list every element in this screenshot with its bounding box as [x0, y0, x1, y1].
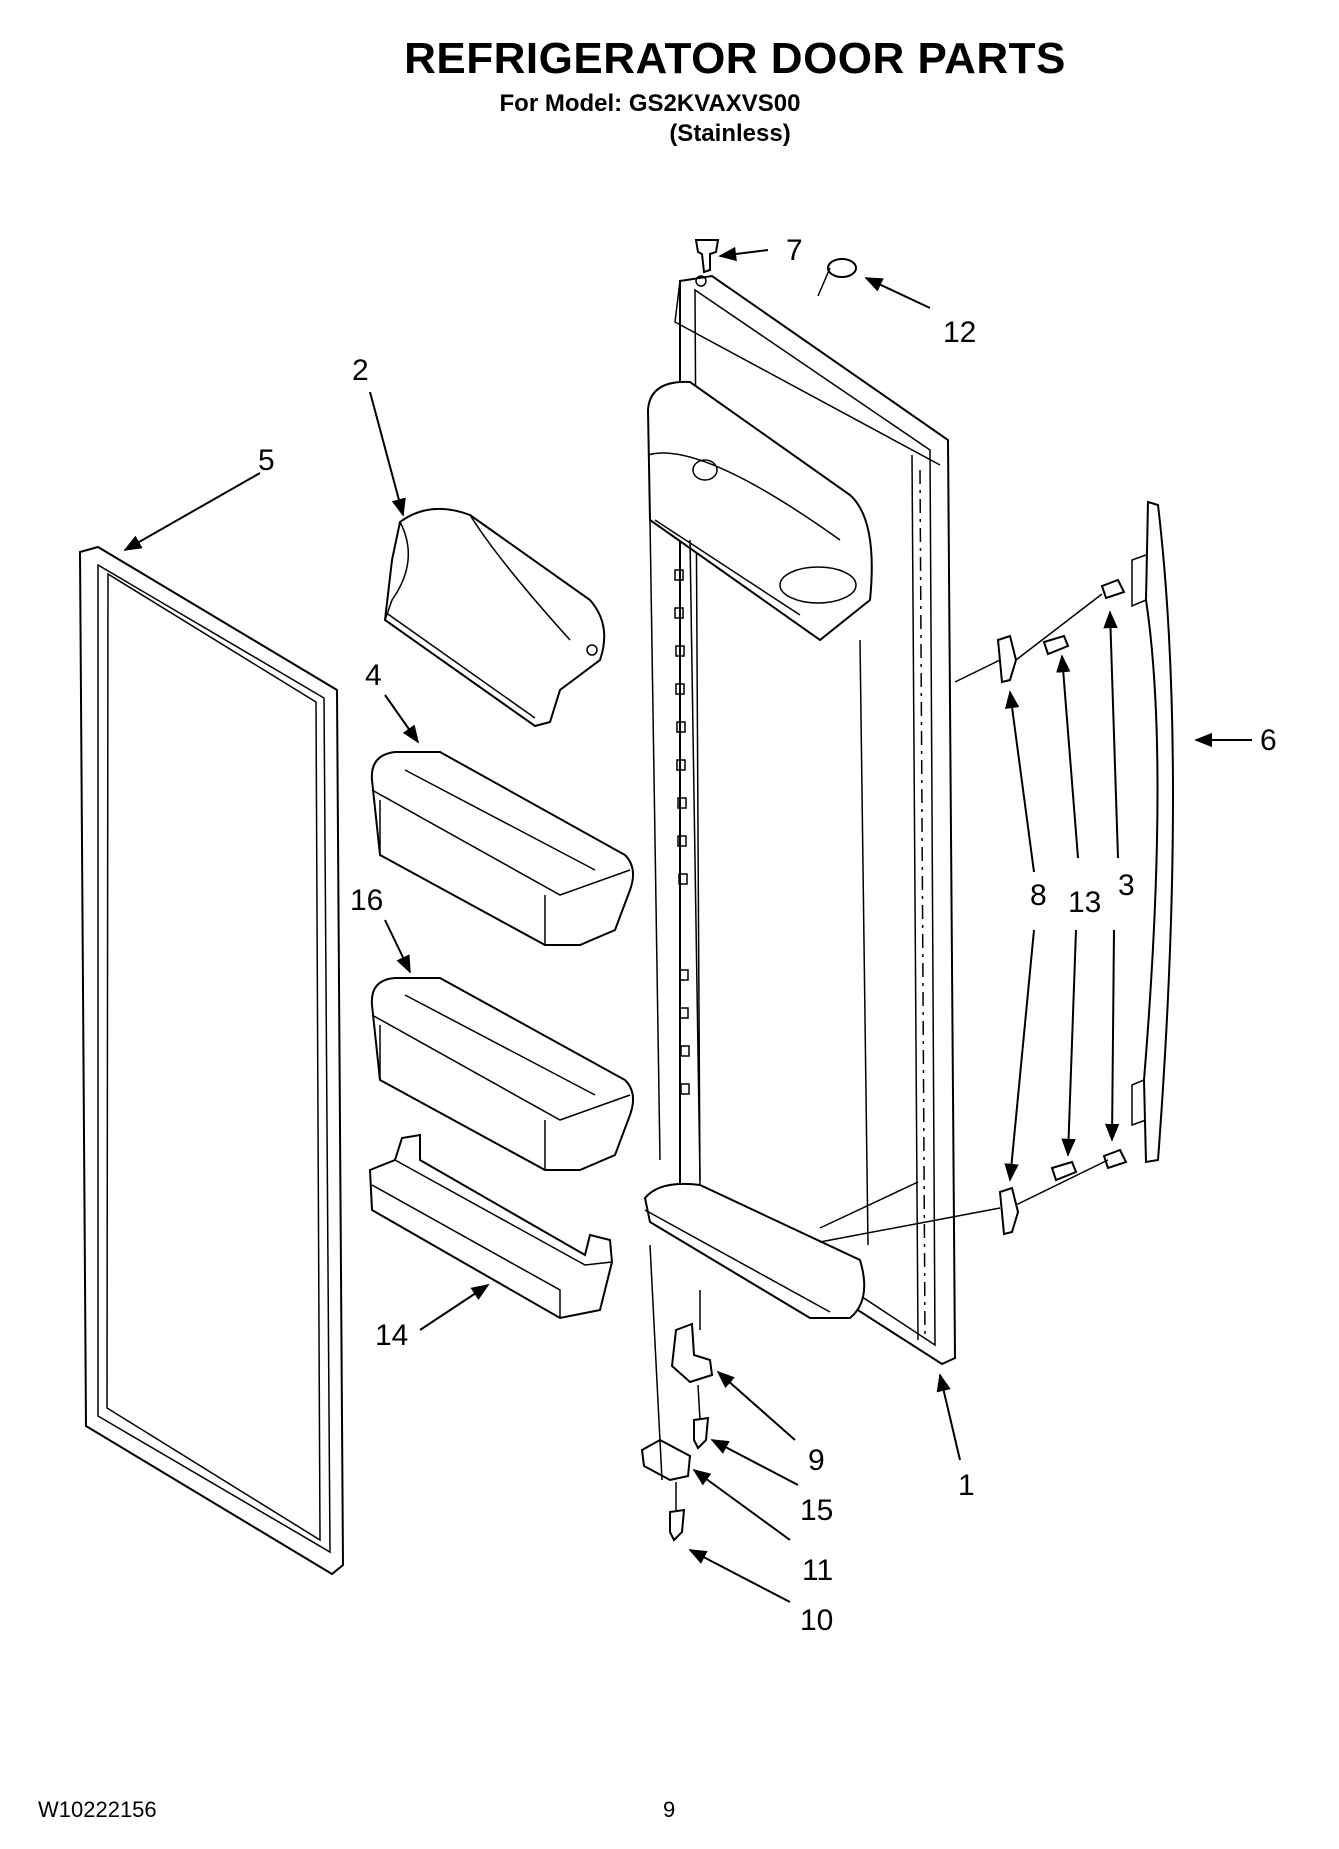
door-handle — [1131, 500, 1174, 1164]
door-bin-lower — [370, 977, 635, 1171]
finish-label: (Stainless) — [669, 120, 791, 147]
callout-15: 15 — [800, 1494, 833, 1527]
callout-2: 2 — [352, 354, 369, 387]
callout-12: 12 — [943, 316, 976, 349]
model-line: For Model: GS2KVAXVS00 — [499, 90, 801, 117]
callout-14: 14 — [375, 1319, 408, 1352]
page-number: 9 — [663, 1797, 676, 1822]
callout-10: 10 — [800, 1604, 833, 1637]
callout-16: 16 — [350, 884, 383, 917]
callout-9: 9 — [808, 1444, 825, 1477]
hardware — [640, 239, 1128, 1542]
callout-3: 3 — [1118, 869, 1135, 902]
callout-11: 11 — [802, 1554, 833, 1587]
callout-7: 7 — [786, 234, 803, 267]
callout-8: 8 — [1030, 879, 1047, 912]
document-code: W10222156 — [38, 1797, 157, 1822]
leader-arrows — [123, 246, 1252, 1603]
callout-6: 6 — [1260, 724, 1277, 757]
callout-labels: 1 2 3 4 5 6 7 8 9 10 11 12 13 14 15 16 — [258, 234, 1277, 1637]
door-rail — [368, 1133, 614, 1320]
dairy-door — [383, 507, 606, 728]
callout-1: 1 — [958, 1469, 975, 1502]
door-liner — [643, 274, 957, 1366]
callout-5: 5 — [258, 444, 275, 477]
page-title: REFRIGERATOR DOOR PARTS — [404, 34, 1066, 83]
door-gasket — [78, 545, 345, 1576]
shelf-hole-column — [674, 569, 690, 1095]
door-bin-upper — [370, 751, 635, 946]
callout-13: 13 — [1068, 886, 1101, 919]
callout-4: 4 — [365, 659, 382, 692]
